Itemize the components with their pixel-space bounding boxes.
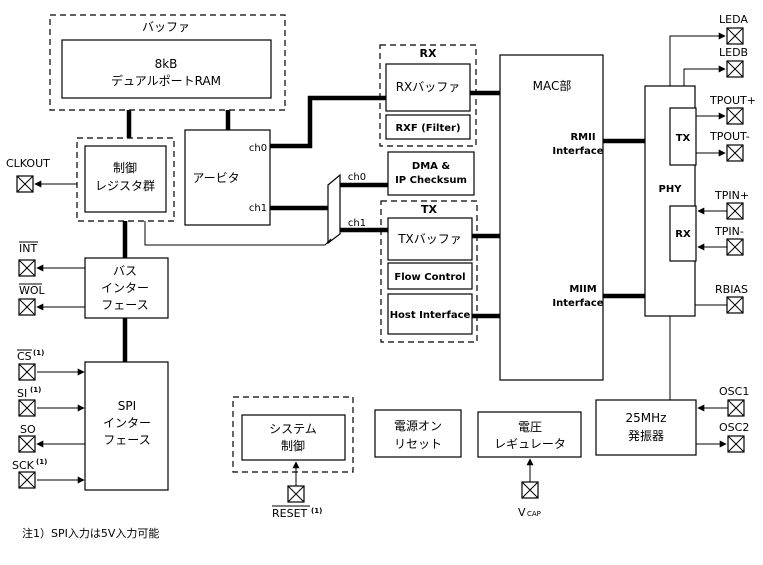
- control-registers: 制御 レジスタ群: [76, 137, 175, 222]
- sck-footnote-mark: (1): [36, 458, 47, 466]
- phy-tx-block: [669, 107, 697, 166]
- channel-mux: [327, 173, 341, 245]
- buffer-group-label: バッファ: [142, 20, 190, 34]
- power-on-reset-block: 電源オン リセット: [374, 409, 462, 458]
- host-interface-block: [387, 293, 473, 335]
- ledb-pin-label: LEDB: [719, 46, 748, 59]
- rxf-filter-block: [385, 114, 471, 140]
- host-interface-label: Host Interface: [390, 310, 471, 321]
- bus-if-label-2: インター: [101, 281, 149, 295]
- footnote-text: 注1）SPI入力は5V入力可能: [22, 526, 159, 540]
- osc1-pin-label: OSC1: [719, 385, 749, 398]
- arbiter-block: アービタ ch0 ch1: [184, 129, 271, 226]
- arbiter-ch0-to-rx-bus: [270, 95, 386, 149]
- tx-buffer-label: TXバッファ: [397, 232, 462, 246]
- dma-label-2: IP Checksum: [395, 175, 467, 186]
- tpin-n-pin-label: TPIN-: [714, 225, 744, 238]
- clkout-pin-label: CLKOUT: [6, 157, 50, 170]
- system-ctrl-label-2: 制御: [281, 438, 305, 453]
- mac-block: MAC部 RMII Interface MIIM Interface: [499, 54, 604, 381]
- oscillator-block: 25MHz 発振器: [595, 399, 697, 456]
- cs-pin-label: CS: [17, 350, 32, 363]
- reset-footnote-mark: (1): [311, 507, 322, 515]
- por-label-1: 電源オン: [394, 419, 442, 433]
- arbiter-label: アービタ: [192, 171, 239, 185]
- wol-pin-label: WOL: [19, 284, 46, 297]
- phy-block: PHY TX RX: [644, 85, 697, 317]
- tx-group-label: TX: [421, 203, 438, 216]
- tx-buffer-block: [387, 217, 473, 261]
- dpram-size-label: 8kB: [155, 57, 178, 71]
- rx-group-label: RX: [420, 47, 437, 60]
- por-label-2: リセット: [394, 437, 442, 451]
- sck-pin-label: SCK: [12, 459, 35, 472]
- mux-ch1-label: ch1: [348, 218, 366, 229]
- so-pin-label: SO: [20, 423, 36, 436]
- phy-tx-label: TX: [676, 133, 691, 144]
- mac-label: MAC部: [533, 78, 572, 93]
- control-reg-label-1: 制御: [113, 160, 137, 175]
- osc-label-1: 25MHz: [626, 411, 667, 425]
- ledb-line: [683, 65, 726, 86]
- control-to-mux-line: [144, 221, 332, 246]
- mux-ch0-label: ch0: [348, 172, 366, 183]
- si-pin-label: SI: [17, 387, 27, 400]
- rx-group: RX RXバッファ RXF (Filter): [379, 44, 477, 147]
- miim-label-1: MIIM: [569, 284, 596, 295]
- flow-control-label: Flow Control: [394, 272, 465, 283]
- rx-buffer-label: RXバッファ: [396, 80, 461, 94]
- voltage-regulator-block: 電圧 レギュレータ: [477, 411, 582, 458]
- bus-interface-block: バス インター フェース: [84, 257, 169, 319]
- dma-label-1: DMA &: [412, 161, 450, 172]
- osc2-pin-label: OSC2: [719, 421, 749, 434]
- arbiter-ch0-label: ch0: [249, 143, 267, 154]
- leda-line: [669, 32, 726, 86]
- rmii-label-1: RMII: [570, 132, 595, 143]
- dma-block: DMA & IP Checksum: [387, 151, 475, 196]
- spi-if-label-3: フェース: [103, 433, 150, 447]
- arbiter-ch1-label: ch1: [249, 203, 267, 214]
- buffer-group: バッファ 8kB デュアルポートRAM: [49, 14, 286, 111]
- rbias-pin-label: RBIAS: [715, 283, 748, 296]
- system-control-group: システム 制御: [232, 396, 354, 473]
- spi-if-label-2: インター: [103, 416, 151, 430]
- spi-interface-block: SPI インター フェース: [84, 361, 169, 491]
- bus-if-label-1: バス: [113, 264, 137, 278]
- leda-pin-label: LEDA: [719, 13, 748, 26]
- cs-footnote-mark: (1): [33, 349, 44, 357]
- tpin-p-pin-label: TPIN+: [714, 189, 749, 202]
- vcap-pin-label: V: [518, 506, 526, 519]
- rx-buffer-block: [385, 63, 471, 112]
- reset-pin-label: RESET: [272, 507, 308, 520]
- rmii-label-2: Interface: [552, 146, 603, 157]
- si-footnote-mark: (1): [30, 386, 41, 394]
- spi-if-label-1: SPI: [118, 399, 136, 413]
- phy-label: PHY: [659, 184, 683, 195]
- osc-label-2: 発振器: [628, 429, 664, 443]
- tpout-n-pin-label: TPOUT-: [709, 130, 750, 143]
- miim-label-2: Interface: [552, 298, 603, 309]
- tx-group: TX TXバッファ Flow Control Host Interface: [380, 200, 478, 343]
- vcap-pin-sublabel: CAP: [527, 510, 541, 518]
- system-control-block: [241, 414, 346, 461]
- tpout-p-pin-label: TPOUT+: [709, 94, 756, 107]
- dual-port-ram-block: [61, 39, 272, 99]
- dpram-name-label: デュアルポートRAM: [111, 73, 221, 88]
- int-pin-label: INT: [19, 242, 37, 255]
- vreg-label-2: レギュレータ: [494, 437, 566, 451]
- control-reg-label-2: レジスタ群: [95, 179, 155, 193]
- phy-rx-label: RX: [675, 229, 691, 240]
- system-ctrl-label-1: システム: [269, 422, 317, 436]
- vreg-label-1: 電圧: [518, 420, 542, 434]
- bus-if-label-3: フェース: [101, 298, 148, 312]
- rxf-filter-label: RXF (Filter): [395, 123, 460, 134]
- flow-control-block: [387, 262, 473, 290]
- phy-rx-block: [669, 205, 697, 262]
